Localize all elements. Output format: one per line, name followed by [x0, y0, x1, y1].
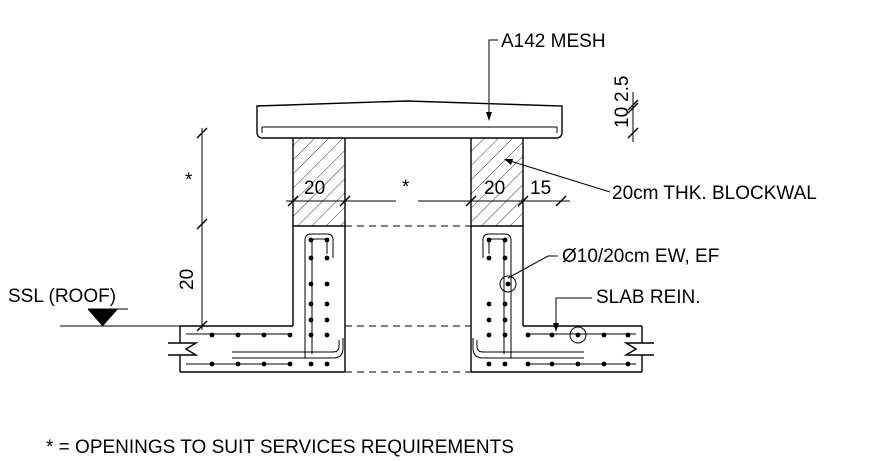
dim-vertical-left — [196, 127, 208, 332]
dim-horizontal — [286, 195, 570, 207]
label-note: * = OPENINGS TO SUIT SERVICES REQUIREMEN… — [46, 437, 514, 458]
dim-opening: * — [402, 177, 410, 198]
dim-cover-gap: 2.5 — [612, 76, 633, 102]
concrete-upstands-slab — [168, 225, 654, 373]
blockwall-right — [470, 138, 524, 226]
label-blockwall: 20cm THK. BLOCKWAL — [612, 183, 817, 204]
cover-slab — [256, 100, 563, 139]
label-bars: Ø10/20cm EW, EF — [562, 246, 719, 267]
dim-cover-thk: 10 — [612, 107, 633, 128]
dim-wall-right: 20 — [484, 178, 505, 199]
leader-slab-rein — [553, 297, 592, 332]
label-mesh: A142 MESH — [501, 31, 606, 52]
leader-blockwall — [504, 159, 611, 193]
leader-bars — [507, 255, 558, 279]
leader-mesh — [486, 39, 498, 121]
blockwall-left — [292, 138, 346, 226]
dim-height-upper: * — [185, 170, 193, 191]
dim-cover — [627, 92, 639, 142]
slab-callout-circle — [569, 326, 587, 344]
label-ssl: SSL (ROOF) — [8, 286, 116, 307]
dim-height-lower: 20 — [177, 269, 198, 290]
dim-wall-left: 20 — [304, 178, 325, 199]
label-slab-rein: SLAB REIN. — [596, 287, 701, 308]
upstand-rebar-left — [232, 233, 344, 359]
rebar-dots — [209, 237, 631, 367]
bar-callout-circle — [499, 275, 517, 293]
slab-rebar — [186, 333, 636, 365]
dim-offset: 15 — [530, 178, 551, 199]
ssl-level-marker — [60, 308, 180, 327]
